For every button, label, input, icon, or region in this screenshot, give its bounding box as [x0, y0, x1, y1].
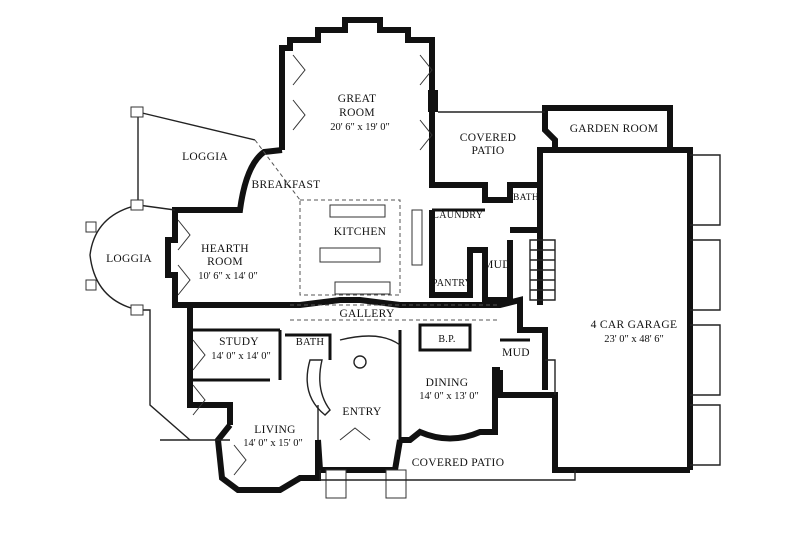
- living-dimensions: 14' 0" x 15' 0": [243, 438, 303, 449]
- mud-lower-label: MUD: [502, 347, 530, 359]
- great-room-dimensions: 20' 6" x 19' 0": [330, 122, 390, 133]
- great-room-label-line1: GREAT: [338, 93, 377, 105]
- loggia-outline: [85, 106, 256, 441]
- interior-walls: [190, 208, 556, 440]
- covered-patio-top-label-line1: COVERED: [460, 132, 516, 144]
- loggia-top-label: LOGGIA: [182, 151, 228, 163]
- bath-upper-label: BATH: [513, 193, 539, 203]
- loggia-left-label: LOGGIA: [106, 253, 152, 265]
- exterior-walls: [165, 17, 693, 493]
- entry-label: ENTRY: [342, 406, 382, 418]
- breakfast-label: BREAKFAST: [252, 179, 321, 191]
- garage-label: 4 CAR GARAGE: [591, 319, 678, 331]
- bath-lower-label: BATH: [296, 337, 325, 348]
- garage-dimensions: 23' 0" x 48' 6": [604, 334, 664, 345]
- garden-room-label: GARDEN ROOM: [570, 123, 659, 135]
- kitchen-label: KITCHEN: [334, 226, 387, 238]
- kitchen-fixtures: [160, 111, 576, 499]
- covered-patio-top-label-line2: PATIO: [471, 145, 504, 157]
- room-labels: GREAT ROOM 20' 6" x 19' 0" COVERED PATIO…: [106, 93, 677, 469]
- great-room-label-line2: ROOM: [339, 107, 375, 119]
- garage-doors: [690, 154, 721, 466]
- dining-dimensions: 14' 0" x 13' 0": [419, 391, 479, 402]
- pantry-label: PANTRY: [432, 278, 472, 289]
- gallery-label: GALLERY: [339, 308, 395, 320]
- study-dimensions: 14' 0" x 14' 0": [211, 351, 271, 362]
- living-label: LIVING: [254, 424, 295, 436]
- laundry-label: LAUNDRY: [433, 210, 483, 221]
- dining-label: DINING: [426, 377, 469, 389]
- hearth-room-label-line2: ROOM: [207, 256, 243, 268]
- door-swings: [177, 54, 433, 476]
- covered-patio-bottom-label: COVERED PATIO: [412, 457, 505, 469]
- bp-label: B.P.: [438, 334, 455, 345]
- mud-upper-label: MUD: [483, 259, 511, 271]
- hearth-room-label-line1: HEARTH: [201, 243, 249, 255]
- study-label: STUDY: [219, 336, 259, 348]
- hearth-room-dimensions: 10' 6" x 14' 0": [198, 271, 258, 282]
